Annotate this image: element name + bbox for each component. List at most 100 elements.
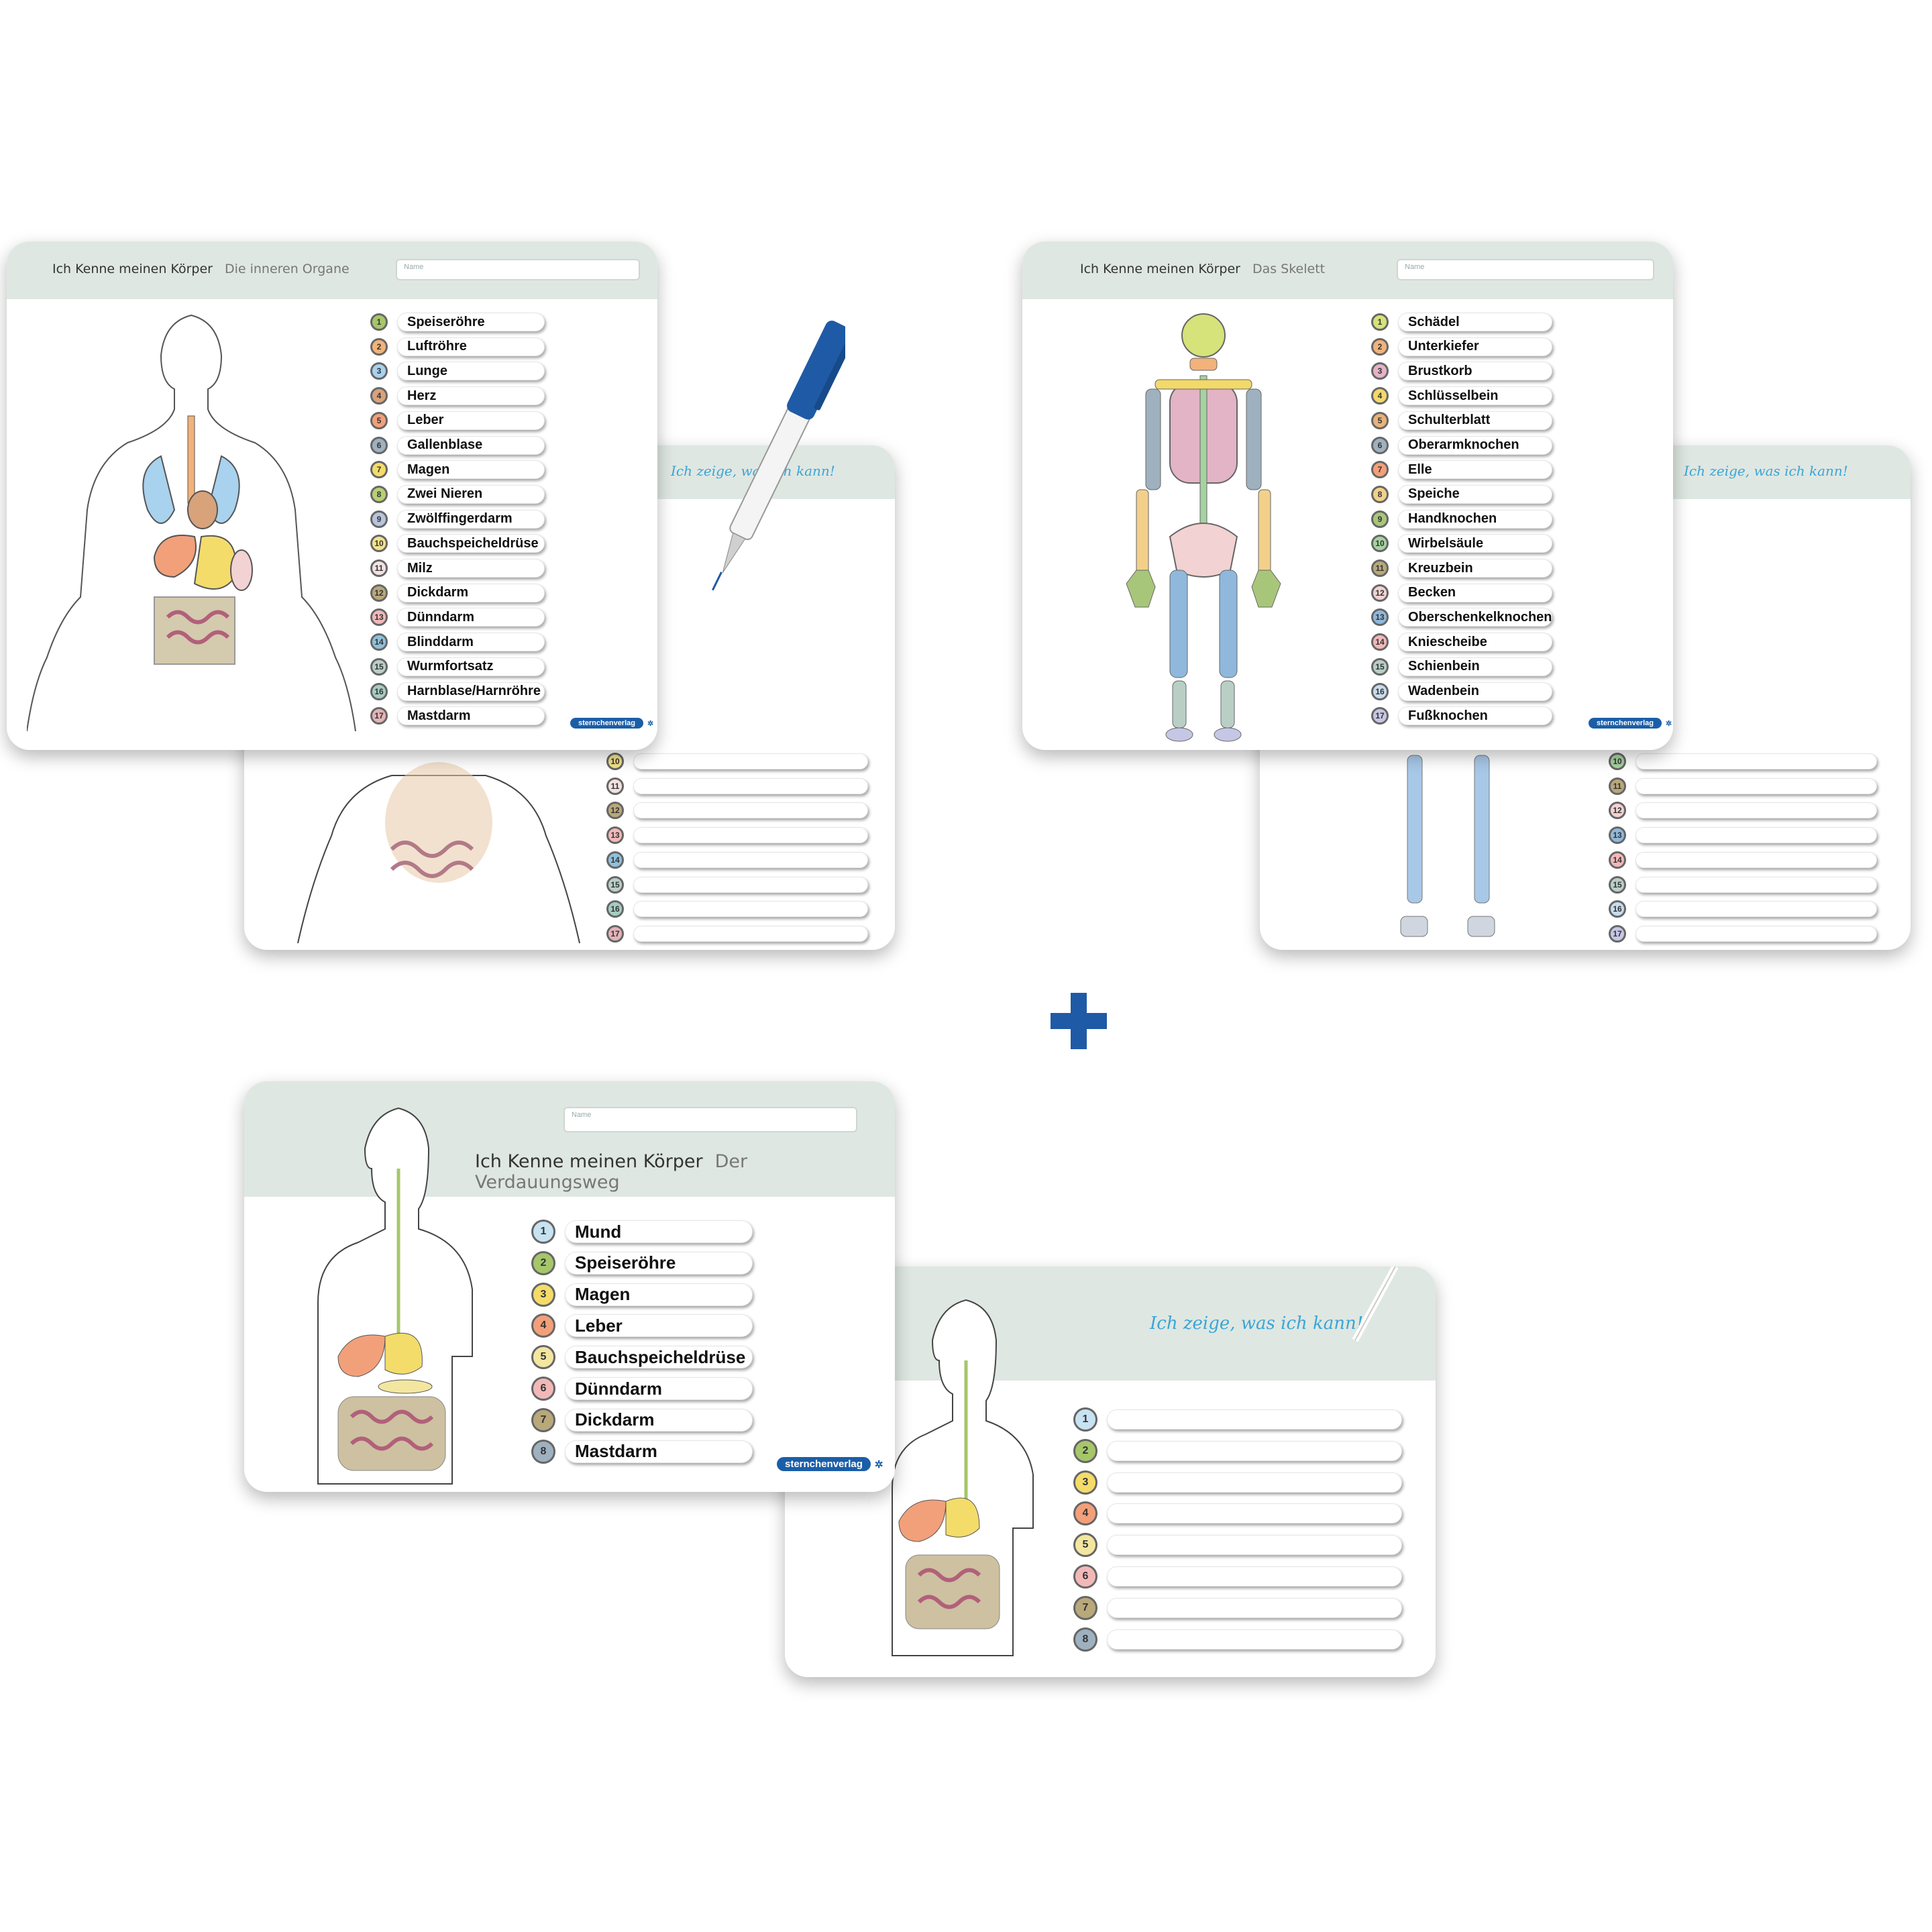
number-badge: 1	[1073, 1407, 1097, 1432]
answer-field[interactable]	[1635, 851, 1877, 868]
number-badge: 6	[370, 436, 388, 454]
label-field: Zwei Nieren	[397, 484, 545, 504]
answer-field[interactable]	[633, 802, 868, 819]
number-badge: 7	[531, 1407, 555, 1432]
label-field: Dünndarm	[397, 608, 545, 627]
number-badge: 11	[606, 777, 624, 795]
label-field: Brustkorb	[1398, 362, 1552, 381]
number-badge: 7	[370, 461, 388, 479]
name-placeholder: Name	[572, 1111, 592, 1119]
organs-illustration	[27, 314, 356, 732]
number-badge: 16	[606, 900, 624, 918]
answer-row: 12	[606, 802, 868, 820]
number-badge: 2	[1073, 1438, 1097, 1463]
answer-field[interactable]	[1107, 1629, 1402, 1650]
number-badge: 14	[1371, 633, 1389, 651]
answer-field[interactable]	[633, 753, 868, 769]
label-row: 6 Gallenblase	[370, 435, 545, 455]
answer-field[interactable]	[1635, 925, 1877, 942]
label-field: Zwölffingerdarm	[397, 509, 545, 529]
number-badge: 17	[606, 924, 624, 943]
number-badge: 7	[1073, 1595, 1097, 1620]
number-badge: 8	[1073, 1627, 1097, 1652]
label-field: Schädel	[1398, 313, 1552, 331]
label-field: Speiseröhre	[397, 313, 545, 331]
logo-word: sternchenverlag	[1589, 718, 1662, 729]
number-badge: 8	[370, 485, 388, 503]
answer-row: 8	[1073, 1627, 1402, 1652]
name-field[interactable]: Name	[396, 259, 640, 280]
answer-row: 14	[1609, 851, 1877, 869]
label-field: Lunge	[397, 362, 545, 381]
answer-field[interactable]	[1107, 1566, 1402, 1587]
answer-field[interactable]	[1107, 1503, 1402, 1524]
subtitle-text: Das Skelett	[1252, 262, 1326, 276]
answer-field[interactable]	[1635, 802, 1877, 819]
number-badge: 17	[370, 707, 388, 725]
answer-field[interactable]	[633, 851, 868, 868]
number-badge: 14	[1609, 851, 1626, 869]
answer-field[interactable]	[1635, 753, 1877, 769]
answer-field[interactable]	[633, 925, 868, 942]
name-field[interactable]: Name	[564, 1107, 857, 1132]
answer-field[interactable]	[1107, 1535, 1402, 1556]
answer-row: 4	[1073, 1501, 1402, 1526]
number-badge: 13	[606, 826, 624, 845]
label-field: Herz	[397, 386, 545, 406]
label-field: Mastdarm	[397, 706, 545, 726]
tagline: Ich zeige, was ich kann!	[671, 463, 835, 479]
body-outline-illustration	[297, 762, 580, 944]
label-field: Oberschenkelknochen	[1398, 608, 1552, 627]
label-field: Leber	[397, 411, 545, 430]
number-badge: 13	[1609, 826, 1626, 845]
answer-field[interactable]	[1635, 901, 1877, 918]
answer-field[interactable]	[1107, 1440, 1402, 1461]
number-badge: 12	[370, 584, 388, 602]
number-badge: 5	[531, 1345, 555, 1370]
answer-field[interactable]	[1107, 1409, 1402, 1430]
number-badge: 1	[531, 1220, 555, 1244]
number-badge: 17	[1371, 707, 1389, 725]
plus-bar-vertical	[1071, 993, 1087, 1049]
publisher-logo: sternchenverlag✲	[777, 1457, 883, 1471]
number-badge: 2	[1371, 337, 1389, 356]
answer-field[interactable]	[633, 901, 868, 918]
label-field: Mastdarm	[565, 1440, 753, 1463]
answer-row: 17	[606, 924, 868, 943]
answer-field[interactable]	[1635, 827, 1877, 844]
answer-field[interactable]	[1107, 1597, 1402, 1618]
publisher-logo: sternchenverlag✲	[1589, 718, 1672, 729]
answer-row: 6	[1073, 1564, 1402, 1589]
number-badge: 10	[1609, 753, 1626, 770]
answer-field[interactable]	[633, 827, 868, 844]
answer-field[interactable]	[1635, 777, 1877, 794]
label-field: Gallenblase	[397, 435, 545, 455]
number-badge: 15	[606, 875, 624, 894]
logo-word: sternchenverlag	[777, 1457, 871, 1471]
name-field[interactable]: Name	[1397, 259, 1654, 280]
answer-row: 1	[1073, 1407, 1402, 1432]
answer-field[interactable]	[633, 876, 868, 893]
answer-field[interactable]	[633, 777, 868, 794]
answer-field[interactable]	[1107, 1472, 1402, 1493]
label-field: Harnblase/Harnröhre	[397, 682, 545, 701]
answer-field[interactable]	[1635, 876, 1877, 893]
